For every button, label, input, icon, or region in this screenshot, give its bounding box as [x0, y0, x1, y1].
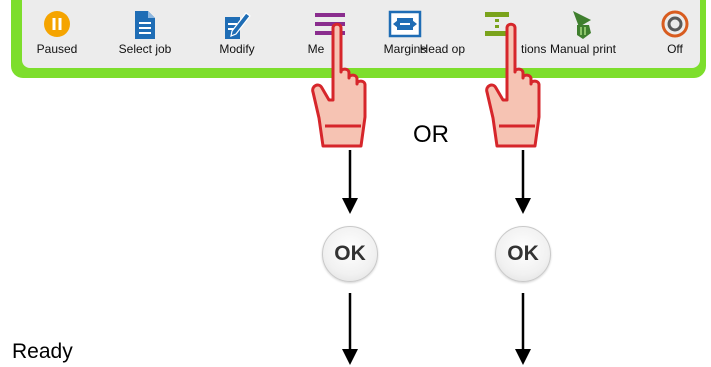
off-button[interactable]: Off	[630, 6, 711, 62]
down-arrow-icon	[342, 293, 358, 365]
pointing-hand-icon	[311, 22, 367, 148]
modify-label: Modify	[219, 42, 255, 56]
menu-button[interactable]: Me	[285, 6, 375, 62]
margins-label: Margins	[383, 42, 427, 56]
down-arrow-icon	[515, 293, 531, 365]
margins-button[interactable]: Margins	[360, 6, 450, 62]
down-arrow-icon	[342, 150, 358, 214]
edit-document-icon	[225, 12, 251, 39]
or-text: OR	[413, 121, 449, 148]
head-options-icon	[485, 12, 509, 36]
ok-button[interactable]: OK	[322, 226, 378, 282]
select-job-button[interactable]: Select job	[100, 6, 190, 62]
menu-lines-icon	[315, 13, 345, 35]
menu-label: Me	[307, 42, 325, 56]
head-options-label: Head op	[419, 42, 465, 56]
pause-icon	[44, 11, 70, 37]
manual-print-button[interactable]: Manual print	[538, 6, 628, 62]
head-options-button[interactable]: Head op tions	[420, 6, 546, 62]
manual-print-label: Manual print	[549, 42, 617, 56]
manual-print-icon	[573, 11, 591, 39]
paused-label: Paused	[36, 42, 78, 56]
select-job-label: Select job	[118, 42, 172, 56]
down-arrow-icon	[515, 150, 531, 214]
off-label: Off	[667, 42, 683, 56]
margins-icon	[388, 10, 422, 38]
modify-button[interactable]: Modify	[192, 6, 282, 62]
ok-button[interactable]: OK	[495, 226, 551, 282]
document-icon	[135, 11, 155, 39]
ready-status-text: Ready	[12, 340, 73, 363]
pointing-hand-icon	[485, 22, 541, 148]
paused-button[interactable]: Paused	[12, 6, 102, 62]
power-off-icon	[661, 10, 689, 38]
head-options-label-tail: tions	[521, 42, 547, 56]
